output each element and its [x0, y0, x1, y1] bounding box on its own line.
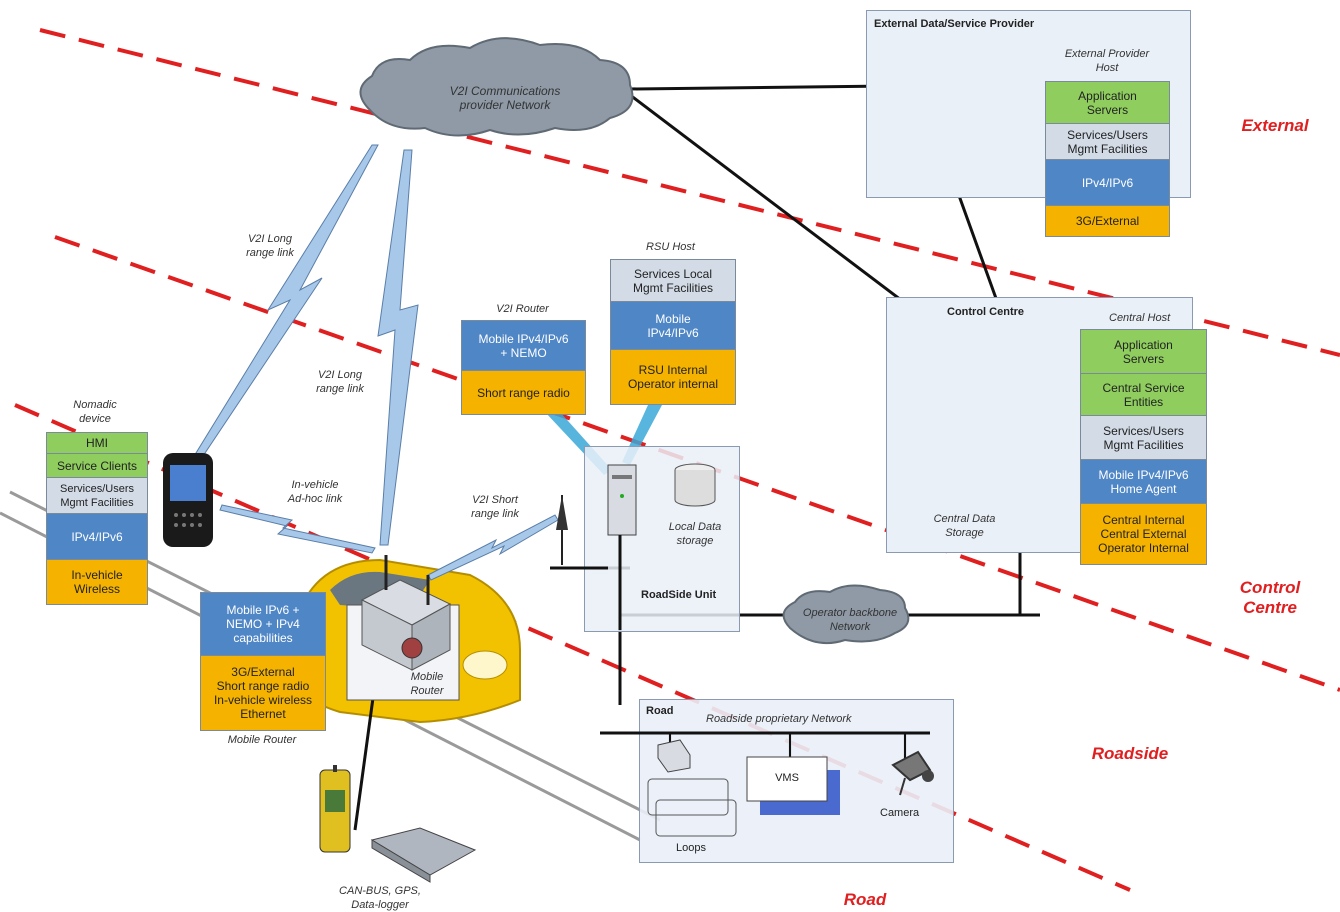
- nomadic-layer-mgmt-facilities: Services/Users Mgmt Facilities: [47, 478, 147, 514]
- roadside-network-label: Roadside proprietary Network: [706, 713, 852, 725]
- rsu-layer-mobile-ipv4-ipv6: Mobile IPv4/IPv6: [611, 302, 735, 350]
- nomadic-layer-in-vehicle-wireless: In-vehicle Wireless: [47, 560, 147, 604]
- nomadic-stack: HMI Service Clients Services/Users Mgmt …: [46, 432, 148, 605]
- nomadic-layer-service-clients: Service Clients: [47, 454, 147, 478]
- external-zone-boundary: [39, 28, 1340, 357]
- operator-cloud-shape: [782, 584, 910, 644]
- rsu-antenna: [556, 495, 568, 565]
- external-host-stack: Application Servers Services/Users Mgmt …: [1045, 81, 1170, 237]
- rsu-host-label: RSU Host: [646, 241, 695, 253]
- central-layer-mgmt-facilities: Services/Users Mgmt Facilities: [1081, 416, 1206, 460]
- external-layer-ipv4-ipv6: IPv4/IPv6: [1046, 160, 1169, 206]
- long-range-link-1: [187, 144, 379, 469]
- external-host-label: External Provider Host: [1064, 48, 1150, 74]
- long-range-link-label-2: V2I Long range link: [316, 369, 364, 395]
- short-range-link: [427, 514, 559, 581]
- sensors-label: CAN-BUS, GPS, Data-logger: [339, 885, 421, 911]
- central-layer-internal-external: Central Internal Central External Operat…: [1081, 504, 1206, 564]
- zone-label-control-centre: Control Centre: [1239, 578, 1301, 617]
- nomadic-layer-hmi: HMI: [47, 433, 147, 454]
- v2i-cloud-label: V2I Communications provider Network: [449, 84, 561, 112]
- rsu-host-stack: Services Local Mgmt Facilities Mobile IP…: [610, 259, 736, 405]
- external-layer-application-servers: Application Servers: [1046, 82, 1169, 124]
- central-storage-label: Central Data Storage: [933, 513, 996, 539]
- camera-label: Camera: [880, 807, 920, 819]
- v2i-router-layer-short-range-radio: Short range radio: [462, 371, 585, 414]
- gps-device: [319, 765, 351, 853]
- phone-device: [163, 453, 213, 547]
- operator-cloud-label: Operator backbone Network: [802, 607, 898, 633]
- adhoc-link-label: In-vehicle Ad-hoc link: [287, 479, 343, 505]
- external-layer-3g-external: 3G/External: [1046, 206, 1169, 236]
- central-host-stack: Application Servers Central Service Enti…: [1080, 329, 1207, 565]
- loops-label: Loops: [676, 842, 706, 854]
- central-layer-home-agent: Mobile IPv4/IPv6 Home Agent: [1081, 460, 1206, 504]
- long-range-link-2: [377, 149, 419, 546]
- mobile-router-device: [346, 555, 460, 701]
- external-provider-title: External Data/Service Provider: [874, 18, 1035, 30]
- rsu-layer-mgmt-facilities: Services Local Mgmt Facilities: [611, 260, 735, 302]
- control-centre-title: Control Centre: [947, 306, 1024, 318]
- mobile-router-layer-radios: 3G/External Short range radio In-vehicle…: [201, 656, 325, 730]
- data-logger-device: [370, 827, 477, 883]
- nomadic-layer-ipv4-ipv6: IPv4/IPv6: [47, 514, 147, 560]
- short-range-link-label: V2I Short range link: [471, 494, 519, 520]
- v2i-router-stack: Mobile IPv4/IPv6 + NEMO Short range radi…: [461, 320, 586, 415]
- vms-label: VMS: [775, 772, 799, 784]
- zone-label-roadside: Roadside: [1091, 744, 1169, 763]
- v2i-router-label: V2I Router: [496, 303, 549, 315]
- zone-label-road: Road: [843, 890, 887, 909]
- central-layer-application-servers: Application Servers: [1081, 330, 1206, 374]
- external-layer-mgmt-facilities: Services/Users Mgmt Facilities: [1046, 124, 1169, 160]
- central-host-label: Central Host: [1109, 312, 1171, 324]
- zone-label-external: External: [1241, 116, 1309, 135]
- mobile-router-stack: Mobile IPv6 + NEMO + IPv4 capabilities 3…: [200, 592, 326, 731]
- v2i-router-layer-mobile-ip: Mobile IPv4/IPv6 + NEMO: [462, 321, 585, 371]
- road-box-title: Road: [646, 705, 674, 717]
- mobile-router-device-label: Mobile Router: [410, 671, 444, 697]
- v2i-cloud-shape: [359, 37, 634, 137]
- central-layer-service-entities: Central Service Entities: [1081, 374, 1206, 416]
- rsu-layer-internal: RSU Internal Operator internal: [611, 350, 735, 404]
- roadside-unit-box: Local Data storage RoadSide Unit: [584, 446, 740, 632]
- mobile-router-layer-ip: Mobile IPv6 + NEMO + IPv4 capabilities: [201, 593, 325, 656]
- mobile-router-label: Mobile Router: [227, 734, 297, 746]
- local-storage-label: Local Data storage: [668, 521, 722, 547]
- nomadic-device-label: Nomadic device: [73, 399, 117, 425]
- long-range-link-label-1: V2I Long range link: [246, 233, 294, 259]
- roadside-unit-title: RoadSide Unit: [641, 589, 717, 601]
- adhoc-link: [219, 504, 376, 554]
